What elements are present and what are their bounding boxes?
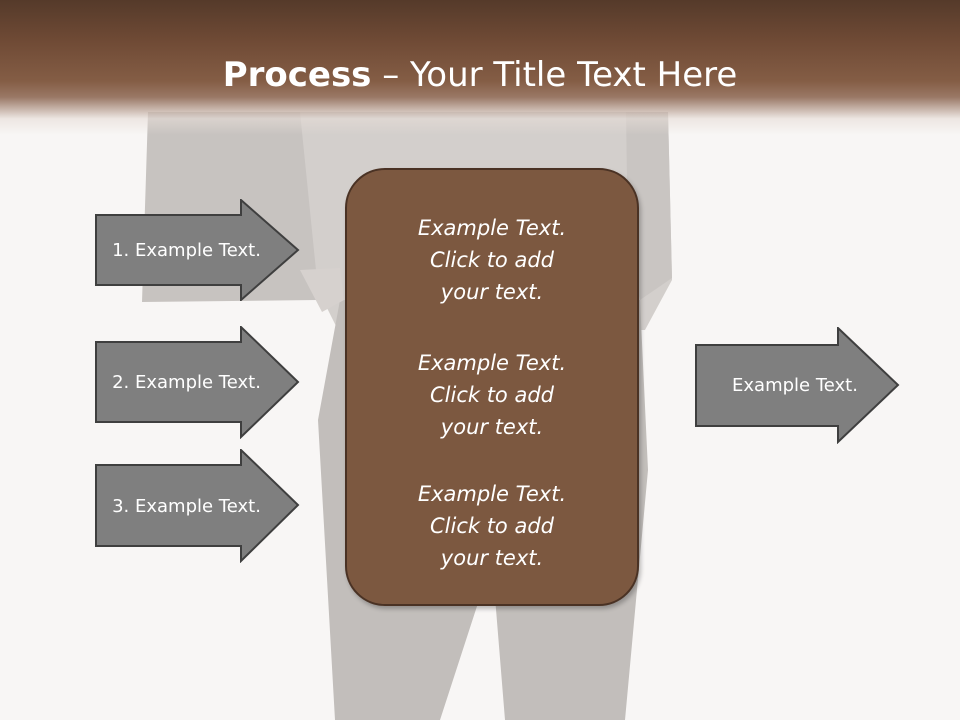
- text-line: Click to add: [429, 383, 554, 407]
- text-line: your text.: [440, 415, 544, 439]
- arrow-label: 3. Example Text.: [112, 495, 261, 517]
- text-line: Example Text.: [417, 351, 567, 375]
- arrow-step-3: 3. Example Text.: [95, 449, 300, 563]
- center-text-box[interactable]: Example Text. Click to add your text. Ex…: [345, 168, 639, 606]
- arrow-result: Example Text.: [695, 327, 900, 444]
- arrow-label: 1. Example Text.: [112, 239, 261, 261]
- text-block-1: Example Text. Click to add your text.: [347, 212, 637, 308]
- arrow-shape: [95, 199, 300, 301]
- text-line: your text.: [440, 280, 544, 304]
- arrow-step-1: 1. Example Text.: [95, 199, 300, 301]
- arrow-label: Example Text.: [732, 375, 858, 396]
- text-line: Click to add: [429, 514, 554, 538]
- slide-title: Process – Your Title Text Here: [0, 52, 960, 98]
- text-line: Click to add: [429, 248, 554, 272]
- text-line: Example Text.: [417, 482, 567, 506]
- text-line: your text.: [440, 546, 544, 570]
- arrow-shape: [695, 327, 900, 444]
- title-band: [0, 0, 960, 135]
- text-line: Example Text.: [417, 216, 567, 240]
- title-rest: – Your Title Text Here: [371, 55, 738, 95]
- arrow-label: 2. Example Text.: [112, 372, 261, 393]
- text-block-3: Example Text. Click to add your text.: [347, 478, 637, 574]
- arrow-shape: [95, 326, 300, 439]
- arrow-step-2: 2. Example Text.: [95, 326, 300, 439]
- arrow-shape: [95, 449, 300, 563]
- text-block-2: Example Text. Click to add your text.: [347, 347, 637, 443]
- title-bold: Process: [222, 55, 372, 95]
